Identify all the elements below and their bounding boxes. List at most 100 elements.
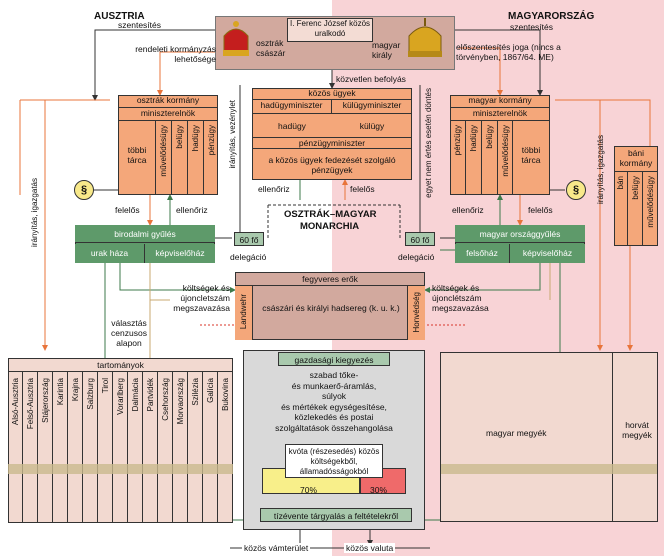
- portfolio-cell: belügy: [171, 121, 187, 195]
- provinces-band: [8, 464, 233, 474]
- finance-affairs-text: a közös ügyek fedezését szolgáló pénzügy…: [268, 155, 396, 175]
- economic-text-line: közlekedés és postai: [294, 412, 374, 422]
- portfolio-label: pénzügy: [207, 125, 216, 156]
- province-cell: Csehország: [158, 372, 173, 523]
- province-cell: Partvidék: [143, 372, 158, 523]
- province-label: Csehország: [161, 378, 170, 421]
- croatian-portfolios: bán belügy művelődésügy: [614, 172, 658, 246]
- direction-vert-label: irányítás, vezénylet: [228, 100, 237, 169]
- austria-header: AUSZTRIA: [94, 11, 145, 22]
- portfolio-cell: belügy: [628, 172, 643, 246]
- austrian-portfolios: művelődésügy belügy hadügy pénzügy: [155, 121, 218, 195]
- portfolio-label: pénzügy: [453, 125, 462, 156]
- austrian-control: ellenőriz: [176, 205, 208, 215]
- province-label: Morvaország: [176, 378, 185, 425]
- costs-left-label: költségek és újoncletszám megszavazása: [173, 283, 230, 313]
- portfolio-cell: hadügy: [466, 121, 482, 195]
- portfolio-cell: pénzügy: [203, 121, 218, 195]
- sanction-left-label: szentesítés: [118, 20, 161, 30]
- portfolio-label: művelődésügy: [646, 176, 655, 228]
- portfolio-cell: hadügy: [187, 121, 203, 195]
- army-label: császári és királyi hadsereg (k. u. k.): [262, 303, 400, 313]
- common-affairs-title: közös ügyek: [252, 88, 412, 100]
- reichsrat-lower: képviselőház: [145, 244, 215, 263]
- economic-text-line: szolgáltatások összehangolása: [275, 422, 393, 433]
- finance-affairs: a közös ügyek fedezését szolgáló pénzügy…: [252, 150, 412, 178]
- province-label: Salzburg: [86, 378, 95, 410]
- province-cell: Stájerország: [38, 372, 53, 523]
- counties-divider: [612, 352, 613, 522]
- hungarian-control: ellenőriz: [452, 205, 484, 215]
- province-label: Tirol: [101, 378, 110, 394]
- decree-label: rendeleti kormányzás lehetősége: [135, 44, 216, 64]
- law-section-icon-right: §: [566, 180, 586, 200]
- province-cell: Salzburg: [83, 372, 98, 523]
- sanction-right-label: szentesítés: [510, 22, 553, 32]
- economic-text-line: és munkaerő-áramlás,: [291, 380, 377, 391]
- croatian-counties-label: horvát megyék: [622, 420, 652, 440]
- province-label: Felső-Ausztria: [26, 378, 35, 430]
- hungarian-other: többi tárca: [521, 145, 541, 165]
- economic-text: szabad tőke- és munkaerő-áramlás, súlyok…: [243, 370, 425, 433]
- portfolio-cell: művelődésügy: [643, 172, 658, 246]
- economic-panel: [243, 350, 425, 530]
- hungarian-counties-panel: [440, 352, 658, 522]
- province-label: Dalmácia: [131, 378, 140, 412]
- province-label: Szilézia: [191, 378, 200, 406]
- province-cell: Morvaország: [173, 372, 188, 523]
- honved-cell: Honvédség: [407, 286, 425, 340]
- economic-text-line: súlyok: [321, 391, 347, 401]
- war-affairs: hadügy: [278, 121, 306, 131]
- austrian-emperor-label: osztrák császár: [256, 38, 286, 58]
- hungarian-king-label: magyar király: [372, 40, 401, 60]
- austrian-gov-panel: [118, 95, 218, 195]
- province-label: Galícia: [206, 378, 215, 403]
- portfolio-cell: bán: [614, 172, 628, 246]
- foreign-affairs: külügy: [359, 121, 385, 131]
- austrian-other: többi tárca: [127, 145, 147, 165]
- portfolio-label: belügy: [485, 125, 494, 149]
- hungarian-gov-title: magyar kormány: [450, 95, 550, 108]
- portfolio-cell: művelődésügy: [155, 121, 171, 195]
- province-cell: Krajna: [68, 372, 83, 523]
- province-cell: Bukovina: [218, 372, 233, 523]
- reichsrat-upper: urak háza: [75, 244, 145, 263]
- hungarian-parl-title: magyar országgyűlés: [455, 225, 585, 243]
- province-cell: Vorarlberg: [113, 372, 128, 523]
- province-label: Bukovina: [221, 378, 230, 411]
- portfolio-label: belügy: [175, 125, 184, 149]
- economic-text-line: és mértékek egységesítése,: [281, 401, 387, 412]
- portfolio-label: hadügy: [469, 125, 478, 152]
- costs-right-label: költségek és újonclétszám megszavazása: [432, 283, 489, 313]
- armed-forces-panel: [235, 272, 425, 340]
- hungarian-pm: miniszterelnök: [450, 108, 550, 121]
- landwehr-label: Landwehr: [239, 294, 248, 330]
- hungarian-parl-lower: képviselőház: [510, 244, 585, 263]
- emperor-box: I. Ferenc József közös uralkodó: [287, 18, 373, 42]
- hungarian-direction-vert: irányítás, igazgatás: [596, 135, 605, 204]
- province-label: Karintia: [56, 378, 65, 406]
- croatian-gov-title: báni kormány: [614, 146, 658, 172]
- province-cell: Galícia: [203, 372, 218, 523]
- economic-text-line: szabad tőke-: [309, 370, 359, 380]
- quota-text: kvóta (részesedés) közös költségekből, á…: [288, 447, 380, 476]
- portfolio-label: belügy: [631, 176, 640, 200]
- common-responsible-label: felelős: [350, 184, 375, 194]
- austrian-gov-title: osztrák kormány: [118, 95, 218, 108]
- provinces-panel: [8, 358, 233, 523]
- austria-share: 70%: [300, 485, 318, 495]
- province-label: Partvidék: [146, 378, 155, 412]
- hungarian-responsible: felelős: [528, 205, 553, 215]
- customs-label: közös vámterület: [242, 543, 311, 553]
- province-cell: Alsó-Ausztria: [8, 372, 23, 523]
- austrian-direction-vert: irányítás, igazgatás: [30, 178, 39, 247]
- portfolio-label: művelődésügy: [159, 125, 168, 177]
- province-label: Stájerország: [41, 378, 50, 423]
- province-cell: Felső-Ausztria: [23, 372, 38, 523]
- law-section-icon-left: §: [74, 180, 94, 200]
- province-label: Vorarlberg: [116, 378, 125, 415]
- hungarian-parl-upper: felsőház: [455, 244, 510, 263]
- currency-label: közös valuta: [344, 543, 396, 553]
- agreement-vert-label: egyet nem értés esetén döntés: [424, 88, 433, 198]
- provinces-title: tartományok: [8, 358, 233, 372]
